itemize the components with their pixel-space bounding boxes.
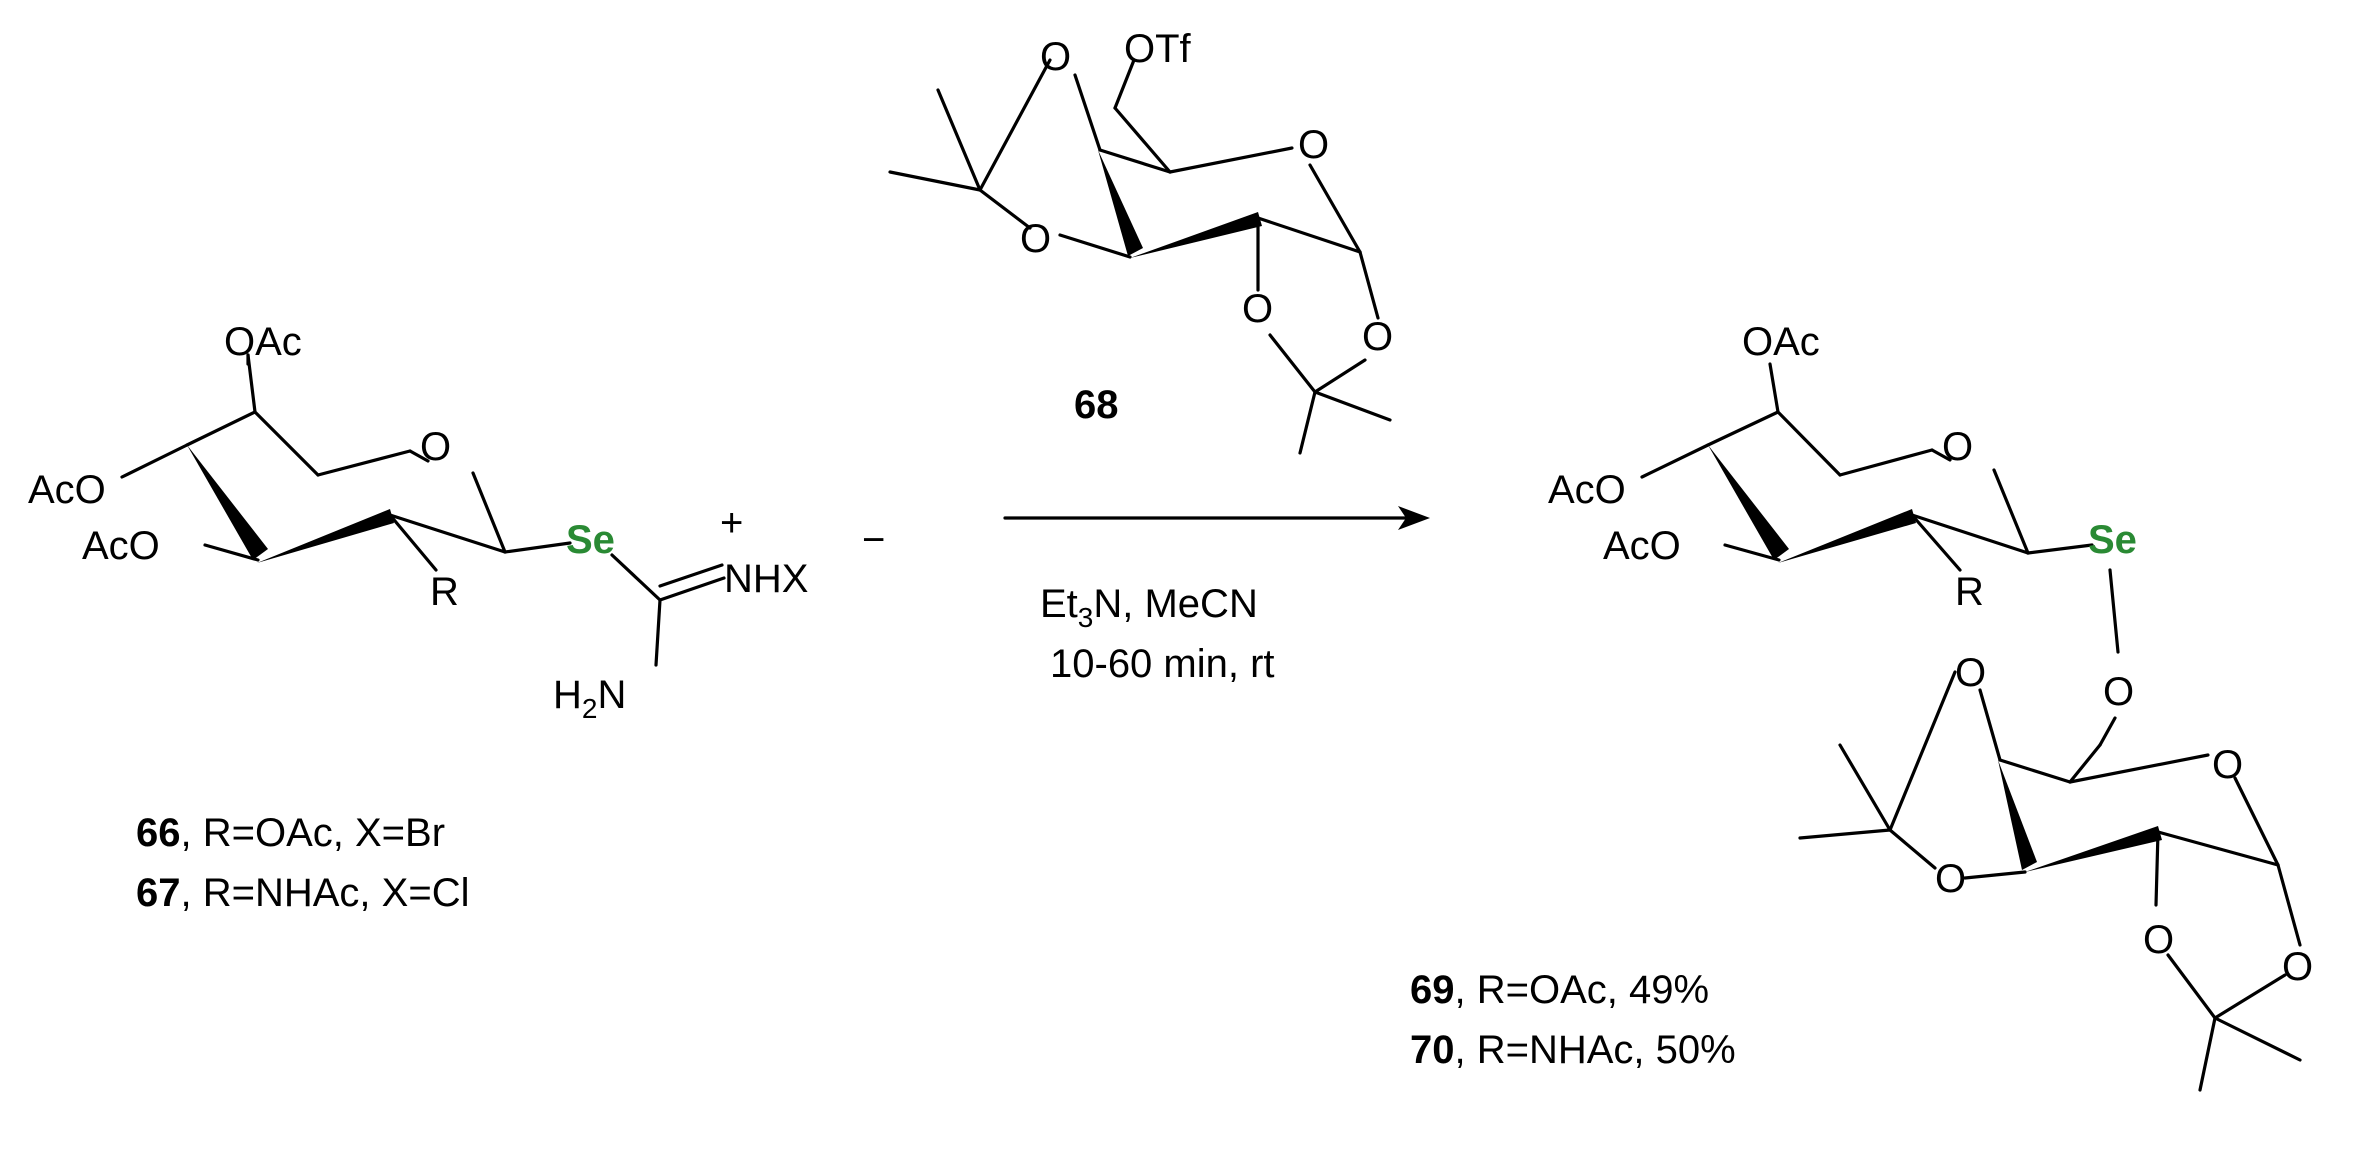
atom-label-h2n: H2N [553,673,626,724]
reaction-conditions: Et3N, MeCN 10-60 min, rt [1040,582,1275,686]
starting-material-caption: 66, R=OAc, X=Br 67, R=NHAc, X=Cl [136,811,469,915]
compound-number: 66 [136,811,181,855]
atom-label-ring-o: O [420,425,451,469]
atom-label-aco: AcO [1603,524,1681,568]
compound-number: 67 [136,871,181,915]
atom-label-acetonide-o: O [1020,217,1051,261]
starting-glycosyl-isoselenourea [120,353,726,667]
compound-number: 69 [1410,968,1455,1012]
atom-label-oac: OAc [224,320,302,364]
reagent-galactopyranose-triflate [888,58,1392,455]
atom-label-ring-o: O [2212,743,2243,787]
atom-label-selenium: Se [566,518,615,562]
caption-line: 70, R=NHAc, 50% [1410,1028,1736,1072]
starting-material-labels: OAc O AcO AcO R Se + NHX − H2N [28,320,885,724]
charge-minus: − [862,518,885,562]
atom-label-acetonide-o: O [1362,315,1393,359]
caption-line: 66, R=OAc, X=Br [136,811,445,855]
caption-line: 67, R=NHAc, X=Cl [136,871,469,915]
atom-label-acetonide-o: O [1935,857,1966,901]
atom-label-acetonide-o: O [1242,287,1273,331]
atom-label-r: R [1955,570,1984,614]
product-caption: 69, R=OAc, 49% 70, R=NHAc, 50% [1410,968,1736,1072]
reagent-labels: OTf O O O O O 68 [1020,27,1393,427]
atom-label-aco: AcO [82,524,160,568]
atom-label-acetonide-o: O [2282,945,2313,989]
atom-label-r: R [430,570,459,614]
atom-label-acetonide-o: O [1955,651,1986,695]
atom-label-otf: OTf [1124,27,1192,71]
product-selenoglycoside [1640,362,2302,1092]
charge-plus: + [720,501,743,545]
conditions-line: 10-60 min, rt [1050,642,1275,686]
caption-line: 69, R=OAc, 49% [1410,968,1709,1012]
atom-label-selenium: Se [2088,518,2137,562]
atom-label-aco: AcO [28,468,106,512]
compound-number: 70 [1410,1028,1455,1072]
reagent-compound-number: 68 [1074,383,1119,427]
atom-label-ring-o: O [1298,123,1329,167]
atom-label-o: O [2103,670,2134,714]
conditions-line: Et3N, MeCN [1040,582,1258,633]
atom-label-acetonide-o: O [1040,35,1071,79]
reaction-arrow [1003,506,1430,530]
atom-label-ring-o: O [1942,425,1973,469]
atom-label-nhx: NHX [724,557,808,601]
atom-label-aco: AcO [1548,468,1626,512]
atom-label-acetonide-o: O [2143,918,2174,962]
atom-label-oac: OAc [1742,320,1820,364]
product-labels: OAc O AcO AcO R Se O O O O O O [1548,320,2313,989]
